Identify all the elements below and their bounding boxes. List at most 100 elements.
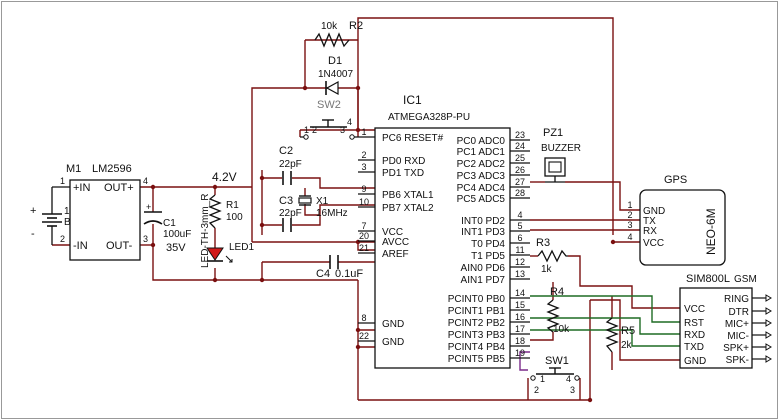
ic1-pin-number: 22 bbox=[359, 331, 369, 341]
junction-dots bbox=[150, 85, 616, 403]
m1-label-in-minus: -IN bbox=[73, 240, 88, 252]
ic1-pin-number: 6 bbox=[517, 233, 522, 243]
ic1-pin-number: 21 bbox=[359, 243, 369, 253]
ic1-pin-name: AIN0 PD6 bbox=[461, 263, 506, 274]
gsm-pin-right: MIC+ bbox=[725, 319, 749, 330]
ic1-pin-name: INT0 PD2 bbox=[461, 216, 505, 227]
ic1-pin-name: PC3 ADC3 bbox=[457, 171, 506, 182]
switch-sw2[interactable]: SW2 1 2 3 4 bbox=[300, 99, 358, 140]
gsm-port-arrow bbox=[765, 294, 772, 302]
resistor-r2: 10k R2 bbox=[314, 20, 363, 48]
gsm-pin-left: TXD bbox=[684, 342, 704, 353]
resistor-r4: R4 10k bbox=[546, 286, 570, 335]
ic1-pin-name: PC0 ADC0 bbox=[457, 136, 506, 147]
svg-text:+: + bbox=[146, 202, 151, 212]
ic1-pin-number: 28 bbox=[515, 188, 525, 198]
gsm-pin-left: RST bbox=[684, 318, 704, 329]
m1-ref: M1 bbox=[66, 163, 81, 175]
gsm-port-arrow bbox=[765, 355, 772, 363]
ic1-pin-name: PD0 RXD bbox=[382, 156, 425, 167]
gsm-pin-left: RXD bbox=[684, 330, 705, 341]
x1-ref: X1 bbox=[316, 196, 329, 207]
ic1-pin-name: GND bbox=[382, 319, 404, 330]
ic1-pin-name: PC2 ADC2 bbox=[457, 159, 506, 170]
ic1-pin-number: 7 bbox=[361, 221, 366, 231]
power-wires bbox=[52, 17, 680, 401]
gps-pin-number: 3 bbox=[627, 220, 632, 230]
r2-value: 10k bbox=[321, 21, 338, 32]
pz1-name: BUZZER bbox=[541, 143, 581, 154]
ic1-pin-name: VCC bbox=[382, 227, 403, 238]
gps-pin-name: TX bbox=[643, 216, 656, 227]
gsm-port-arrow bbox=[765, 319, 772, 327]
resistor-r3: R3 1k bbox=[536, 237, 568, 275]
ic1-pin-number: 9 bbox=[361, 184, 366, 194]
pz1-ref: PZ1 bbox=[543, 127, 563, 139]
ic1-pin-number: 5 bbox=[517, 221, 522, 231]
m1-label-in-plus: +IN bbox=[73, 182, 90, 194]
capacitor-c2: C2 22pF bbox=[279, 145, 302, 185]
ic1-pin-name: PC6 RESET# bbox=[382, 133, 444, 144]
m1-pin1-num: 1 bbox=[60, 176, 65, 186]
gps-title: GPS bbox=[664, 174, 687, 186]
c3-ref: C3 bbox=[279, 195, 293, 207]
ic1-pin-name: PCINT0 PB0 bbox=[448, 294, 506, 305]
sw2-ref: SW2 bbox=[317, 99, 341, 111]
ic1-pin-name: PC5 ADC5 bbox=[457, 194, 506, 205]
sw1-pin2: 2 bbox=[534, 385, 539, 395]
ic1-pin-name: PCINT5 PB5 bbox=[448, 354, 506, 365]
sw1-ref: SW1 bbox=[545, 355, 569, 367]
r4-ref: R4 bbox=[550, 286, 564, 298]
gsm-pin-left: GND bbox=[684, 356, 706, 367]
gps-pin-name: RX bbox=[643, 226, 657, 237]
ic1-pin-name: PCINT3 PB3 bbox=[448, 330, 506, 341]
gsm-port-arrow bbox=[765, 331, 772, 339]
ic1-pin-number: 16 bbox=[515, 312, 525, 322]
ic1-pin-name: PC4 ADC4 bbox=[457, 183, 506, 194]
m1-label-out-minus: OUT- bbox=[106, 240, 133, 252]
ic1-pin-name: T1 PD5 bbox=[471, 251, 505, 262]
gsm-port-arrow bbox=[765, 307, 772, 315]
ic1-pin-number: 23 bbox=[515, 130, 525, 140]
gps-pin-name: GND bbox=[643, 206, 665, 217]
ic1-pin-number: 1 bbox=[361, 127, 366, 137]
ic1-pin-number: 20 bbox=[359, 231, 369, 241]
rail-voltage-label: 4.2V bbox=[212, 170, 237, 184]
battery-minus: - bbox=[31, 228, 35, 240]
serial-wires-green bbox=[530, 295, 680, 347]
capacitor-c1: + C1 100uF 35V bbox=[143, 202, 191, 254]
c1-value: 100uF bbox=[163, 229, 191, 240]
ic1-pin-number: 8 bbox=[361, 313, 366, 323]
ic1-pin-number: 4 bbox=[517, 210, 522, 220]
ic1-pin-number: 10 bbox=[359, 197, 369, 207]
module-lm2596: M1 LM2596 1 2 4 3 +IN -IN OUT+ OUT- bbox=[60, 163, 148, 261]
ic1-pin-name: PCINT4 PB4 bbox=[448, 342, 506, 353]
gsm-title: SIM800L bbox=[686, 273, 730, 285]
ic1-pin-number: 13 bbox=[515, 269, 525, 279]
r1-part-label: LED-TH-3mm_R bbox=[200, 194, 211, 268]
gsm-port-arrow bbox=[765, 343, 772, 351]
c4-value: 0.1uF bbox=[335, 268, 363, 280]
gsm-pin-right: SPK+ bbox=[723, 343, 749, 354]
c2-value: 22pF bbox=[279, 159, 302, 170]
d1-part: 1N4007 bbox=[318, 69, 353, 80]
gsm-pin-right: DTR bbox=[728, 307, 749, 318]
gsm-pin-right: SPK- bbox=[726, 355, 749, 366]
gps-pin-number: 4 bbox=[627, 232, 632, 242]
gsm-pin-left: VCC bbox=[684, 304, 705, 315]
switch-sw1[interactable]: SW1 1 2 3 4 bbox=[530, 355, 580, 395]
ic1-pin-number: 11 bbox=[515, 245, 524, 255]
ic1-pin-number: 18 bbox=[515, 336, 525, 346]
ic1-pin-name: PCINT2 PB2 bbox=[448, 318, 506, 329]
gsm-pin-right: RING bbox=[724, 294, 749, 305]
gsm-pin-right: MIC- bbox=[727, 331, 749, 342]
gsm-subtitle: GSM bbox=[734, 274, 757, 285]
resistor-r5: R5 2k bbox=[605, 317, 635, 353]
